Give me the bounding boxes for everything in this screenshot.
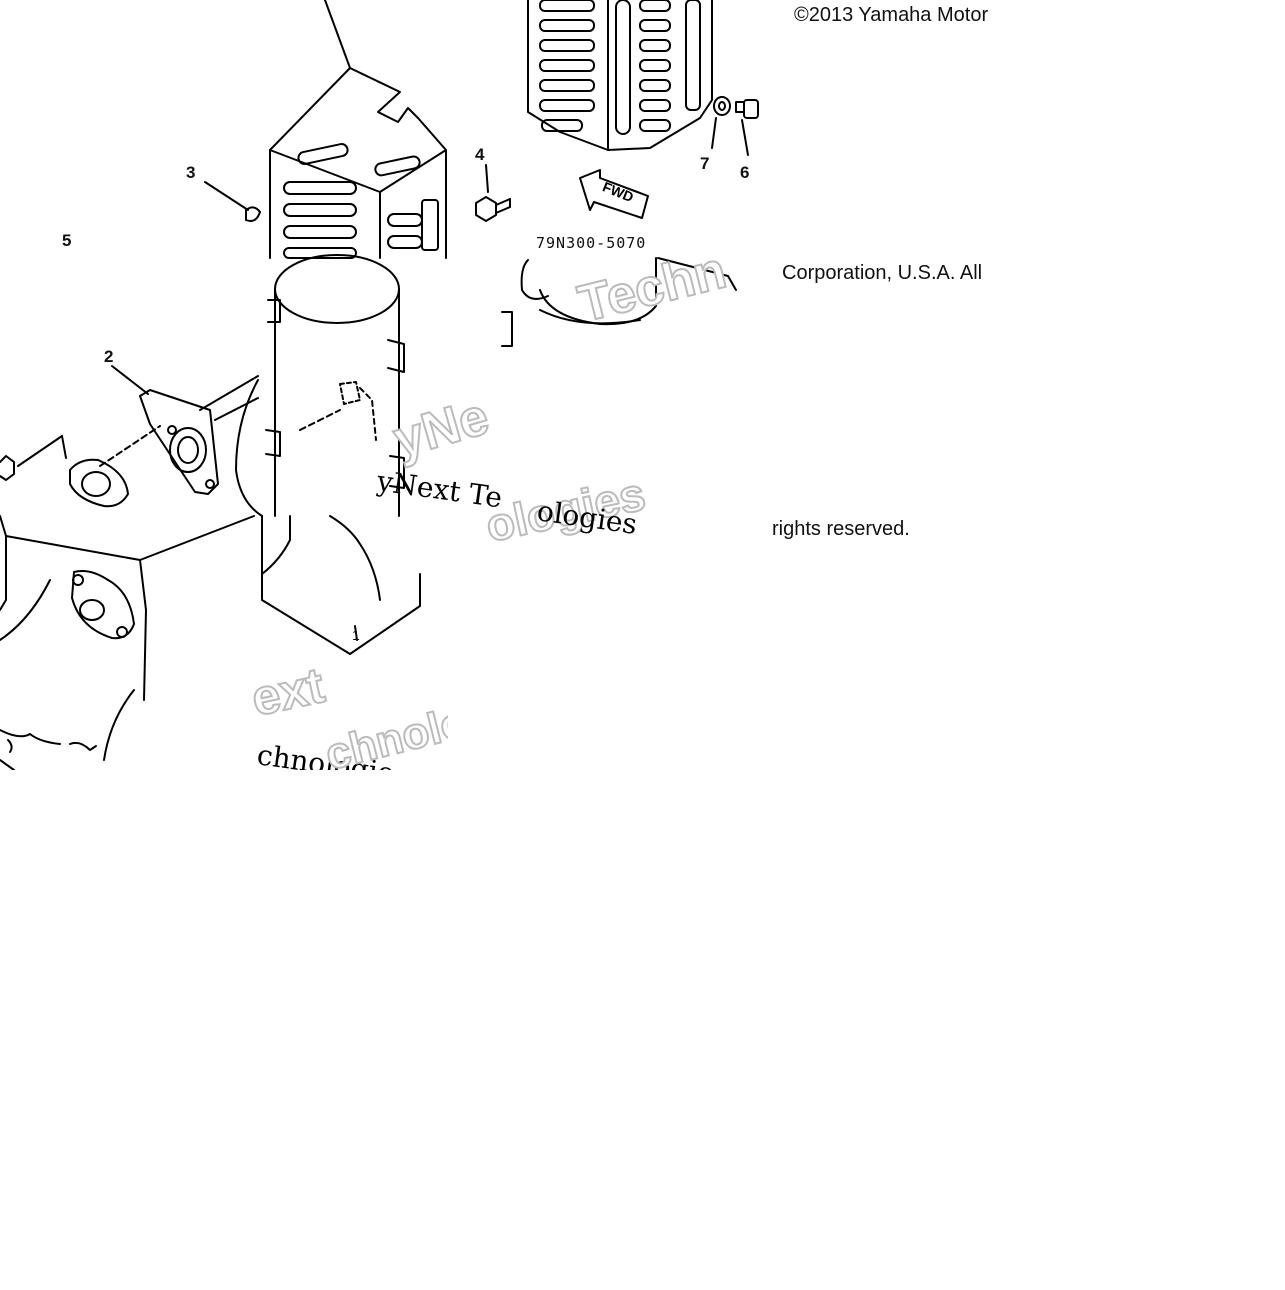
callout-3: 3 bbox=[186, 163, 195, 182]
callout-7: 7 bbox=[700, 154, 709, 173]
fwd-arrow bbox=[579, 169, 649, 219]
watermark-techn: Techn bbox=[573, 241, 732, 333]
washer bbox=[713, 96, 731, 116]
copyright-line-3: rights reserved. bbox=[772, 518, 910, 540]
lower-shroud bbox=[261, 515, 421, 655]
vent-slots-left bbox=[283, 181, 423, 259]
cover-panel-right bbox=[527, 0, 713, 151]
callouts: 3 4 5 2 6 7 1 bbox=[62, 145, 749, 643]
watermark-yne: yNe bbox=[387, 387, 495, 469]
muffler-cylinder bbox=[265, 254, 405, 517]
callout-4: 4 bbox=[475, 145, 485, 164]
marker-1: 1 bbox=[352, 627, 360, 643]
bolt-4 bbox=[475, 164, 511, 222]
copyright-line-2: Corporation, U.S.A. All bbox=[782, 262, 983, 284]
blank-lower bbox=[0, 770, 1285, 1285]
engine-body bbox=[0, 515, 255, 771]
part-number: 79N300-5070 bbox=[536, 234, 646, 252]
gasket-flange bbox=[111, 365, 263, 517]
callout-6: 6 bbox=[740, 163, 749, 182]
watermark-ext: ext bbox=[247, 657, 330, 727]
copyright-line-1: ©2013 Yamaha Motor bbox=[794, 4, 989, 26]
bolt-upper bbox=[735, 99, 759, 119]
cover-panel-left bbox=[269, 0, 447, 259]
callout-2: 2 bbox=[104, 347, 113, 366]
exhaust-joint bbox=[0, 425, 161, 508]
vent-slots-right bbox=[539, 0, 671, 132]
blank-right bbox=[448, 560, 1285, 770]
callout-5: 5 bbox=[62, 231, 71, 250]
muffler-top-right bbox=[501, 257, 737, 347]
